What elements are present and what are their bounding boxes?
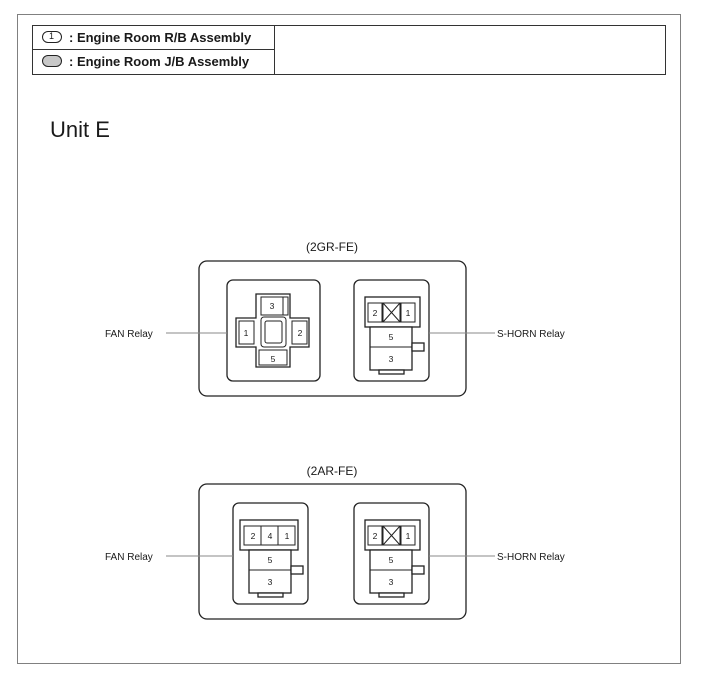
- fan-relay-label: FAN Relay: [105, 329, 153, 340]
- legend-row-rb: 1 : Engine Room R/B Assembly: [33, 26, 275, 50]
- diagram-frame: [17, 14, 681, 664]
- relay-tab: [411, 565, 425, 575]
- relay-foot: [257, 592, 284, 598]
- cross-body: [235, 293, 310, 368]
- engine-label-2ar-fe: (2AR-FE): [307, 464, 358, 478]
- terminal-number: 5: [268, 555, 273, 565]
- terminal-number: 3: [389, 577, 394, 587]
- terminal-cavity: [291, 320, 308, 345]
- terminal-cavity: [258, 349, 288, 366]
- outlined-oval-icon: 1: [42, 31, 62, 43]
- terminal-number: 5: [389, 555, 394, 565]
- relay-body-bottom: [369, 549, 413, 594]
- x-mark: [382, 302, 401, 323]
- terminal-cavity: [367, 302, 383, 323]
- fan-relay-connector: 2 4 1 5 3: [232, 502, 309, 605]
- relay-foot: [378, 369, 405, 375]
- x-cavity: [382, 302, 401, 323]
- terminal-number: 5: [389, 332, 394, 342]
- center-boss-inner: [264, 320, 283, 344]
- terminal-number: 2: [373, 531, 378, 541]
- connector-housing: [353, 279, 430, 382]
- latch: [282, 296, 289, 316]
- legend-label-jb: : Engine Room J/B Assembly: [69, 54, 250, 69]
- terminal-number: 1: [285, 531, 290, 541]
- terminal-cavity: [400, 302, 416, 323]
- terminal-cavity: [367, 525, 383, 546]
- terminal-number: 3: [268, 577, 273, 587]
- legend-row-jb: : Engine Room J/B Assembly: [33, 50, 275, 75]
- s-horn-relay-connector: 2 1 5 3: [353, 502, 430, 605]
- filled-oval-icon: [42, 55, 62, 67]
- connector-housing: [226, 279, 321, 382]
- relay-tab: [290, 565, 304, 575]
- x-cavity: [382, 525, 401, 546]
- s-horn-relay-connector: 2 1 5 3: [353, 279, 430, 382]
- fan-relay-connector: 3 1 2 5: [226, 279, 321, 382]
- terminal-number: 2: [373, 308, 378, 318]
- relay-tab: [411, 342, 425, 352]
- engine-label-2gr-fe: (2GR-FE): [306, 240, 358, 254]
- relay-foot: [378, 592, 405, 598]
- terminal-cavity: [400, 525, 416, 546]
- legend-label-rb: : Engine Room R/B Assembly: [69, 30, 252, 45]
- terminal-number: 5: [271, 354, 276, 364]
- terminal-number: 1: [406, 308, 411, 318]
- terminal-number: 1: [406, 531, 411, 541]
- terminal-number: 1: [244, 328, 249, 338]
- group-outline: [198, 260, 467, 397]
- legend-table: 1 : Engine Room R/B Assembly : Engine Ro…: [32, 25, 666, 75]
- center-boss: [260, 316, 287, 348]
- connector-housing: [353, 502, 430, 605]
- s-horn-relay-label: S-HORN Relay: [497, 552, 565, 563]
- terminal-number: 4: [268, 531, 273, 541]
- relay-group-2gr-fe: (2GR-FE) 3 1 2 5 FAN Relay: [105, 240, 565, 397]
- s-horn-relay-label: S-HORN Relay: [497, 329, 565, 340]
- connector-housing: [232, 502, 309, 605]
- relay-group-2ar-fe: (2AR-FE) 2 4 1 5 3 FAN Relay: [105, 464, 565, 620]
- fan-relay-label: FAN Relay: [105, 552, 153, 563]
- terminal-cavity: [238, 320, 255, 345]
- terminal-number: 2: [251, 531, 256, 541]
- terminal-number: 3: [270, 301, 275, 311]
- unit-title: Unit E: [50, 117, 110, 142]
- group-outline: [198, 483, 467, 620]
- legend-symbol: 1: [48, 31, 54, 41]
- terminal-number: 3: [389, 354, 394, 364]
- terminal-cavity: [277, 525, 296, 546]
- terminal-number: 2: [298, 328, 303, 338]
- x-mark: [382, 525, 401, 546]
